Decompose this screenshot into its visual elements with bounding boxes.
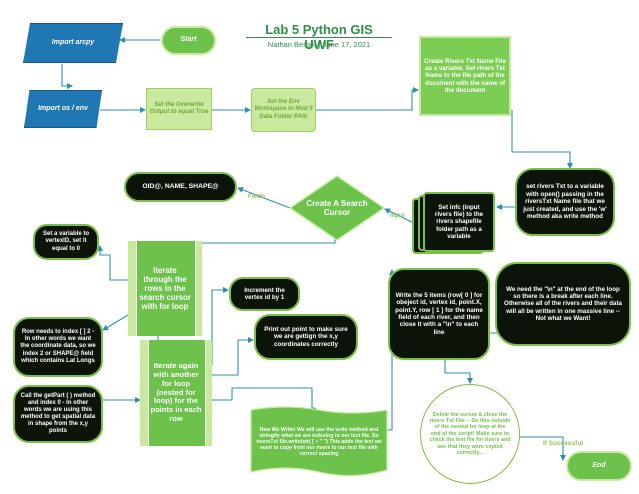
- edge-env-to-create-rivers: [316, 87, 419, 111]
- iterate-rows-core: [136, 241, 196, 336]
- diagram-title: Lab 5 Python GIS UWF: [265, 22, 373, 52]
- edge-nested-to-increment: [211, 287, 229, 365]
- set-infc-label: Set infc (input rivers file) to the rive…: [434, 203, 484, 240]
- getpart-label: Call the getPart ( ) method and index 0 …: [20, 392, 96, 435]
- diagram-subtitle: Nathan Berger | June 17, 2021: [267, 40, 371, 49]
- edge-iterate-to-row-index: [102, 314, 129, 331]
- getpart-node[interactable]: Call the getPart ( ) method and index 0 …: [13, 385, 103, 443]
- fields-edge-label: Fields: [248, 194, 266, 200]
- edge-arcpy-to-os: [61, 64, 73, 89]
- create-rivers-txt-label: Create Rivers Txt Name File as a variabl…: [424, 57, 506, 94]
- delete-cursor-node[interactable]: Delete the cursor & close the rivers Txt…: [420, 384, 520, 484]
- overwrite-node[interactable]: Set the Overwrite Output to equal True: [146, 88, 212, 130]
- title-divider: [246, 37, 392, 38]
- edge-cursor-to-fields: [237, 186, 291, 209]
- delete-cursor-label: Delete the cursor & close the rivers Txt…: [429, 411, 511, 456]
- row-index-node[interactable]: Row needs to index [ ] 2 - In other word…: [13, 317, 103, 377]
- new-we-write-node: New We Write! We will use the write meth…: [255, 412, 383, 472]
- new-we-write-shape[interactable]: [250, 404, 388, 480]
- overwrite-label: Set the Overwrite Output to equal True: [149, 101, 209, 115]
- env-workspace-label: Set the Env Workspace to Mod 5 Data Fold…: [254, 99, 313, 120]
- vertex-var-node[interactable]: Set a variable to vertexID, set it equal…: [33, 224, 99, 260]
- iterate-nested-core: [148, 340, 206, 446]
- search-cursor-diamond[interactable]: [289, 175, 385, 241]
- set-rivers-txt-node[interactable]: set rivers Txt to a variable with open()…: [515, 168, 615, 236]
- increment-vertex-label: Increment the vertex id by 1: [244, 286, 285, 301]
- input-edge-label: Input: [390, 213, 405, 219]
- print-point-node[interactable]: Print out point to make sure we are gett…: [254, 314, 358, 360]
- set-rivers-txt-label: set rivers Txt to a variable with open()…: [523, 183, 607, 221]
- start-node-label: Start: [180, 36, 197, 44]
- iterate-nested-node[interactable]: Iterate again with another for loop (nes…: [140, 340, 212, 446]
- vertex-var-label: Set a variable to vertexID, set it equal…: [42, 231, 90, 252]
- fields-label: OID@, NAME, SHAPE@: [142, 182, 219, 190]
- set-infc-node[interactable]: Set infc (input rivers file) to the rive…: [423, 192, 495, 252]
- new-we-write-label: New We Write! We will use the write meth…: [256, 426, 382, 458]
- import-arcpy-label: Import arcpy: [51, 38, 95, 46]
- write-items-label: Write the 5 items (row[ 0 ] for obeject …: [395, 291, 483, 336]
- import-os-label: Import os / env: [38, 104, 88, 112]
- row-index-label: Row needs to index [ ] 2 - In other word…: [20, 329, 96, 364]
- create-rivers-txt-node[interactable]: Create Rivers Txt Name File as a variabl…: [419, 36, 511, 116]
- need-n-node[interactable]: We need the "\n" at the end of the loop …: [495, 262, 631, 346]
- write-items-node[interactable]: Write the 5 items (row[ 0 ] for obeject …: [388, 268, 490, 360]
- end-node[interactable]: End: [566, 451, 632, 481]
- fields-node[interactable]: OID@, NAME, SHAPE@: [124, 172, 237, 202]
- search-cursor-node: Create A Search Cursor: [299, 190, 375, 226]
- import-os-node[interactable]: Import os / env: [24, 90, 102, 128]
- iterate-nested-label: Iterate again with another for loop (nes…: [150, 360, 202, 424]
- iterate-rows-node[interactable]: Iterate through the rows in the search c…: [128, 241, 202, 336]
- increment-vertex-node[interactable]: Increment the vertex id by 1: [229, 277, 300, 311]
- print-point-label: Print out point to make sure we are gett…: [264, 325, 348, 348]
- env-workspace-node[interactable]: Set the Env Workspace to Mod 5 Data Fold…: [251, 88, 316, 132]
- edge-create-to-set-rivers: [511, 110, 573, 169]
- search-cursor-label: Create A Search Cursor: [306, 198, 368, 217]
- edge-delete-to-end: [518, 436, 566, 461]
- need-n-label: We need the "\n" at the end of the loop …: [504, 285, 622, 322]
- edge-nested-to-print: [212, 337, 254, 376]
- start-node[interactable]: Start: [161, 26, 216, 55]
- iterate-rows-label: Iterate through the rows in the search c…: [139, 265, 191, 312]
- import-arcpy-node[interactable]: Import arcpy: [23, 23, 123, 63]
- end-node-label: End: [592, 461, 606, 469]
- edge-iterate-to-vertex: [97, 245, 128, 281]
- if-successful-label: If Successful: [543, 440, 584, 447]
